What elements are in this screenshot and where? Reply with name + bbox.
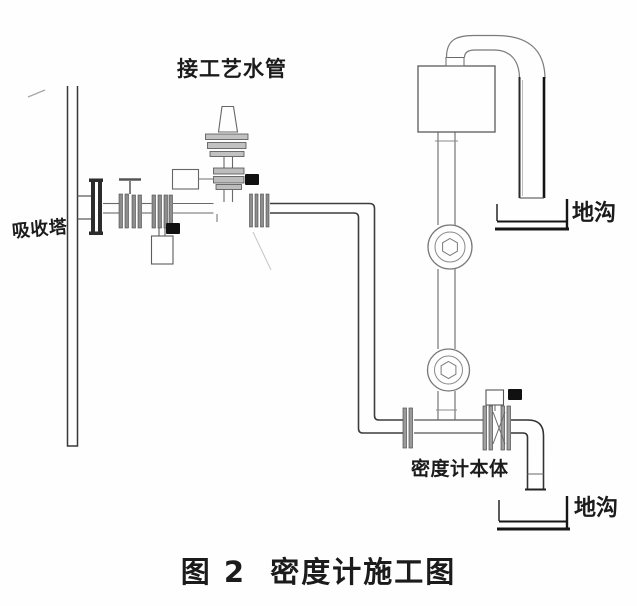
label-trench-lower: 地沟 xyxy=(574,496,619,521)
overflow-pipe xyxy=(445,34,546,199)
valve-3 xyxy=(482,389,511,451)
label-trench-upper: 地沟 xyxy=(572,201,617,226)
figure-caption: 图 2 密度计施工图 xyxy=(180,555,457,589)
top-tank xyxy=(417,57,496,133)
stray-tick xyxy=(27,89,46,98)
instrument-box xyxy=(171,168,214,190)
tee-flange-pair xyxy=(249,193,272,271)
absorption-tower-wall xyxy=(27,86,79,447)
label-density-meter-body: 密度计本体 xyxy=(411,458,509,480)
drain-box xyxy=(150,228,174,265)
flange-3 xyxy=(402,407,483,449)
leader-line xyxy=(252,231,272,271)
disc-flange-1 xyxy=(427,224,473,270)
main-horizontal-pipe xyxy=(103,202,218,222)
valve-1 xyxy=(118,178,142,229)
outlet-elbow xyxy=(511,419,546,491)
valve-tag-1: ■ xyxy=(166,223,180,234)
disc-flange-2 xyxy=(426,348,471,392)
trench-upper xyxy=(495,199,569,231)
density-meter-pipe xyxy=(435,132,458,420)
valve-tag-3: ■ xyxy=(508,389,522,400)
valve-tag-2: ■ xyxy=(245,174,259,185)
wall-flange xyxy=(77,178,103,235)
transfer-pipe-run xyxy=(270,202,403,434)
trench-lower xyxy=(497,496,570,531)
label-process-water-pipe: 接工艺水管 xyxy=(177,57,287,81)
valve-2 xyxy=(213,167,245,202)
funnel-inlet xyxy=(205,105,249,168)
